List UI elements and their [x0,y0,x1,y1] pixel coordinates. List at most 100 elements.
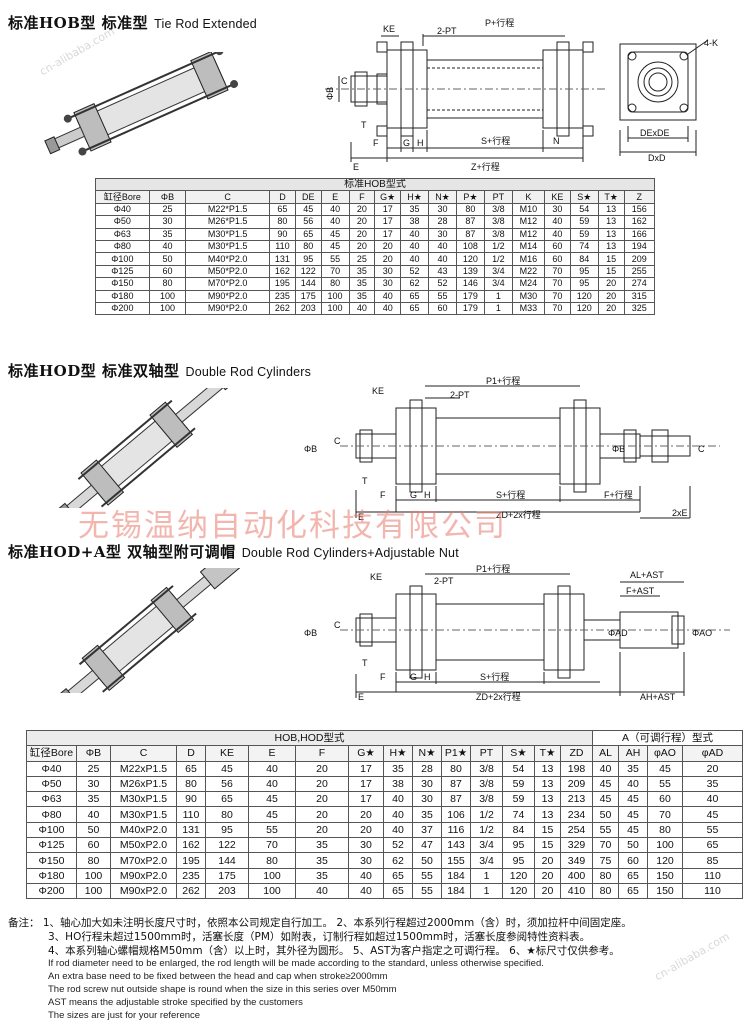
table-cell: 40 [320,215,350,229]
note-en-5: The sizes are just for your reference [48,1009,201,1021]
table-cell: M30xP1.5 [110,791,177,808]
table-cell: 195 [269,277,296,291]
table-cell: 65 [383,867,413,884]
hoda-cylinder-illustration [57,568,242,693]
table-cell: 45 [205,760,249,777]
table-cell: 20 [348,821,384,839]
table-cell: 40 [348,301,376,316]
section-title-hod-cn: 标准HOD型 标准双轴型 [8,362,180,380]
table-cell: 17 [374,227,402,241]
table-cell: 3/4 [470,852,503,869]
table-cell: M40xP2.0 [110,821,177,839]
table-cell: 55 [412,882,442,900]
table-cell: 65 [176,760,206,777]
hod-dim-phib2-label: ΦB [612,444,625,454]
table-cell: 38 [383,775,413,793]
table-cell: 80 [441,760,471,777]
table-cell: 45 [294,202,322,217]
table-header-cell: PT [483,190,513,204]
table-cell: 203 [205,882,249,900]
table-cell: 150 [647,867,683,884]
table-cell: 80 [455,202,485,217]
table-cell: 20 [348,239,376,254]
table-cell: 144 [294,277,322,291]
section-title-hoda-en: Double Rod Cylinders+Adjustable Nut [241,546,459,560]
table-cell: 17 [348,775,384,793]
table-cell: 80 [294,239,322,254]
table-cell: 25 [76,760,111,777]
table-cell: 65 [205,791,249,808]
table-header-cell: H★ [383,745,413,762]
table-cell: 30 [412,791,442,808]
table-cell: 1/2 [470,806,503,823]
table-cell: 80 [176,775,206,793]
table-cell: 131 [176,821,206,839]
hoda-dim-ah-label: AH+AST [640,692,676,702]
hoda-dim-ke-label: KE [370,572,382,582]
table-cell: 35 [400,202,430,217]
hoda-dim-p1-label: P1+行程 [476,563,510,574]
table-cell: 155 [441,852,471,869]
table-cell: 65 [269,202,296,217]
table-cell: 20 [597,277,625,291]
table-header-cell: AL [592,745,619,762]
table-cell: 100 [320,301,350,316]
table-cell: Φ63 [95,227,150,241]
table-cell: 56 [205,775,249,793]
hoda-dim-zd-label: ZD+2x行程 [476,691,521,702]
table-header-cell: KE [205,745,249,762]
hob-cylinder-illustration [44,52,239,156]
table-cell: 70 [647,806,683,823]
dim-ke-label: KE [383,24,395,34]
table-cell: 80 [248,852,296,869]
table-cell: 235 [176,867,206,884]
table-cell: 55 [681,821,744,839]
table-header-cell: K [511,190,546,204]
table-cell: 100 [148,301,187,316]
table-cell: 20 [348,215,376,229]
table-cell: 80 [269,215,296,229]
table-cell: M90*P2.0 [185,301,271,316]
table-cell: 262 [269,301,296,316]
table-cell: 70 [544,301,571,316]
table-cell: 45 [647,760,683,777]
table-cell: Φ200 [95,301,150,316]
table-cell: 52 [400,264,430,279]
table-cell: 40 [348,867,384,884]
table-cell: 95 [569,264,599,279]
table-cell: 110 [176,806,206,823]
table-header-cell: ΦB [76,745,111,762]
dim-dxd-label: DxD [648,153,666,163]
table-cell: 143 [441,837,471,854]
table-cell: 120 [455,252,485,266]
table-cell: 55 [412,867,442,884]
table-cell: 50 [412,852,442,869]
table-header-cell: N★ [412,745,442,762]
table-cell: 45 [681,806,744,823]
hod-table-title-a: A（可调行程）型式 [591,729,744,747]
table-cell: 40 [544,215,571,229]
hob-table-title: 标准HOB型式 [95,177,655,192]
table-cell: 25 [348,252,376,266]
notes-block: 备注： 1、轴心加大如未注明长度尺寸时，依照本公司规定自行加工。 2、本系列行程… [8,917,744,1022]
table-cell: 84 [502,821,535,839]
table-cell: 40 [383,806,413,823]
table-cell: 65 [294,227,322,241]
table-header-cell: E [320,190,350,204]
table-header-cell: N★ [428,190,457,204]
table-cell: 20 [597,289,625,303]
table-cell: 100 [76,867,111,884]
table-cell: 45 [592,775,619,793]
table-cell: 60 [544,252,571,266]
table-cell: 60 [618,852,648,869]
table-cell: 100 [248,882,296,900]
table-cell: 40 [383,791,413,808]
table-cell: 1 [470,867,503,884]
table-cell: 235 [269,289,296,303]
